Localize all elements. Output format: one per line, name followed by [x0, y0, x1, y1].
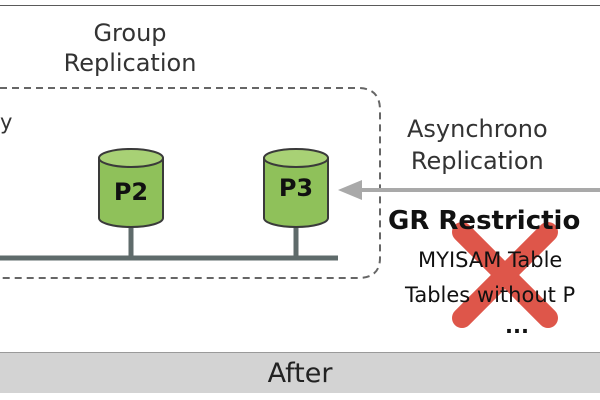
p2-label: P2: [113, 178, 149, 206]
gr-restrictions-title: GR Restrictio: [388, 206, 581, 236]
restriction-cross-icon: [452, 222, 558, 328]
async-replication-label: Asynchrono Replication: [407, 115, 548, 175]
group-boundary: [0, 87, 381, 279]
after-caption-bar: After: [0, 352, 600, 393]
p3-label: P3: [278, 174, 314, 202]
restriction-item: MYISAM Table: [418, 248, 563, 272]
p3-cylinder: [263, 148, 329, 228]
after-caption: After: [267, 357, 333, 389]
partial-label: y: [0, 110, 13, 134]
group-replication-title: Group Replication: [63, 19, 197, 77]
p2-cylinder: [98, 148, 164, 228]
restriction-item: Tables without P: [405, 283, 576, 307]
async-arrow-head: [338, 180, 362, 200]
restriction-item-ellipsis: ...: [505, 314, 529, 338]
